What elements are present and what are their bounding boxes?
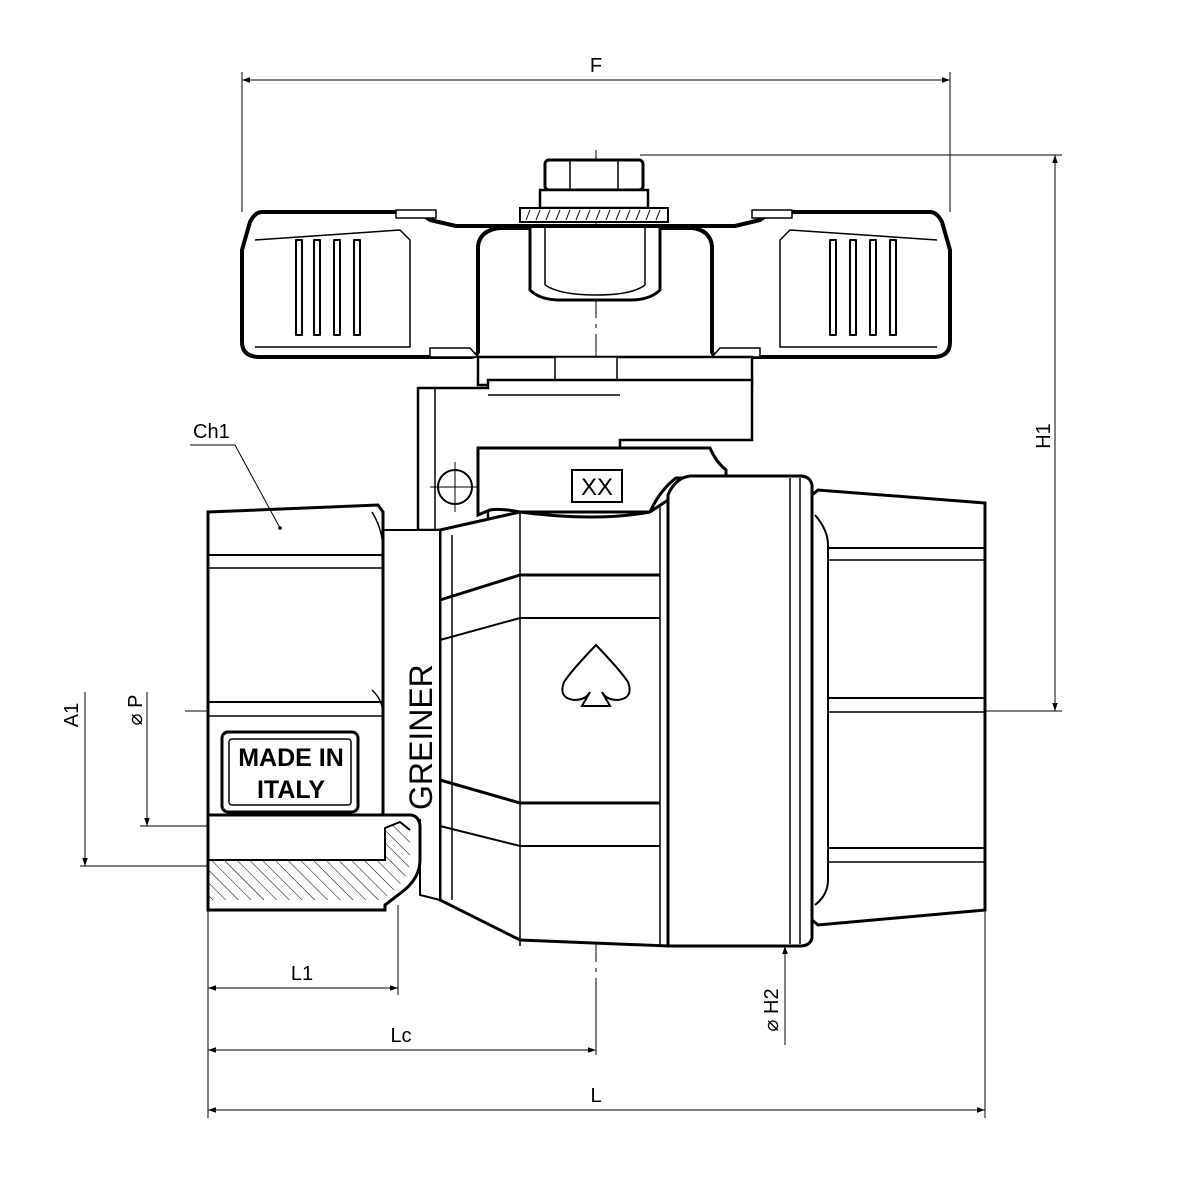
dim-p-label: ⌀ P xyxy=(125,695,147,726)
stem-nut xyxy=(519,158,669,302)
handle-grip-ribs-left xyxy=(295,239,361,336)
size-code-label: XX xyxy=(581,474,613,501)
dim-l1-label: L1 xyxy=(291,963,313,985)
right-hex-end xyxy=(810,488,987,927)
dim-f-label: F xyxy=(590,55,602,77)
dim-ch1-label: Ch1 xyxy=(193,421,230,443)
origin-line1: MADE IN xyxy=(238,744,344,772)
stem-serrations xyxy=(525,209,661,221)
stem-housing xyxy=(416,355,754,532)
dim-l-label: L xyxy=(590,1085,601,1107)
dim-h2-label: ⌀ H2 xyxy=(761,988,783,1031)
butterfly-handle xyxy=(240,209,952,359)
brand-label: GREINER xyxy=(403,664,439,810)
dim-lc-label: Lc xyxy=(390,1025,411,1047)
section-cut xyxy=(206,813,422,912)
dim-a1-label: A1 xyxy=(61,703,83,727)
handle-grip-ribs-right xyxy=(829,239,897,336)
dimension-labels: F H1 Ch1 A1 ⌀ P ⌀ H2 L1 Lc L xyxy=(61,55,1055,1107)
dimension-lines xyxy=(80,72,1062,1118)
made-in-italy-stamp: MADE IN ITALY xyxy=(220,730,360,814)
dim-h1-label: H1 xyxy=(1033,423,1055,449)
origin-line2: ITALY xyxy=(257,776,325,804)
right-collar xyxy=(666,474,814,948)
spade-logo-icon xyxy=(561,643,631,707)
leader-dot xyxy=(278,526,282,530)
size-code-badge: XX xyxy=(571,469,623,503)
